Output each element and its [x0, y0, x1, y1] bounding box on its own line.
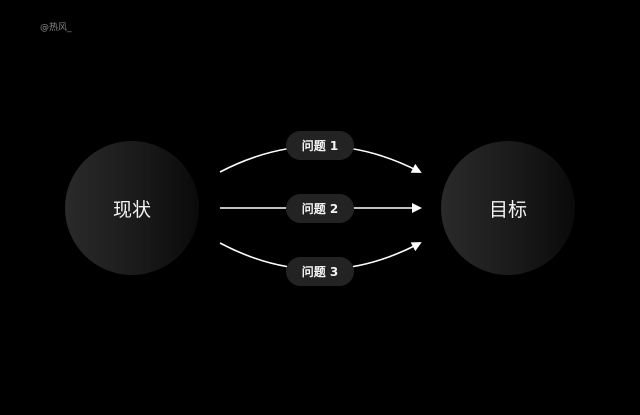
- problem-pill-2: 问题 2: [286, 194, 354, 223]
- problem-label: 问题 1: [301, 139, 339, 153]
- current-state-label: 现状: [112, 198, 151, 221]
- goal-label: 目标: [488, 198, 527, 221]
- problem-label: 问题 3: [301, 265, 339, 279]
- problem-pill-3: 问题 3: [286, 257, 354, 286]
- problem-pill-1: 问题 1: [286, 131, 354, 160]
- problem-label: 问题 2: [301, 202, 339, 216]
- watermark: @热风_: [40, 23, 72, 33]
- goal-node: 目标: [441, 141, 575, 275]
- current-state-node: 现状: [65, 141, 199, 275]
